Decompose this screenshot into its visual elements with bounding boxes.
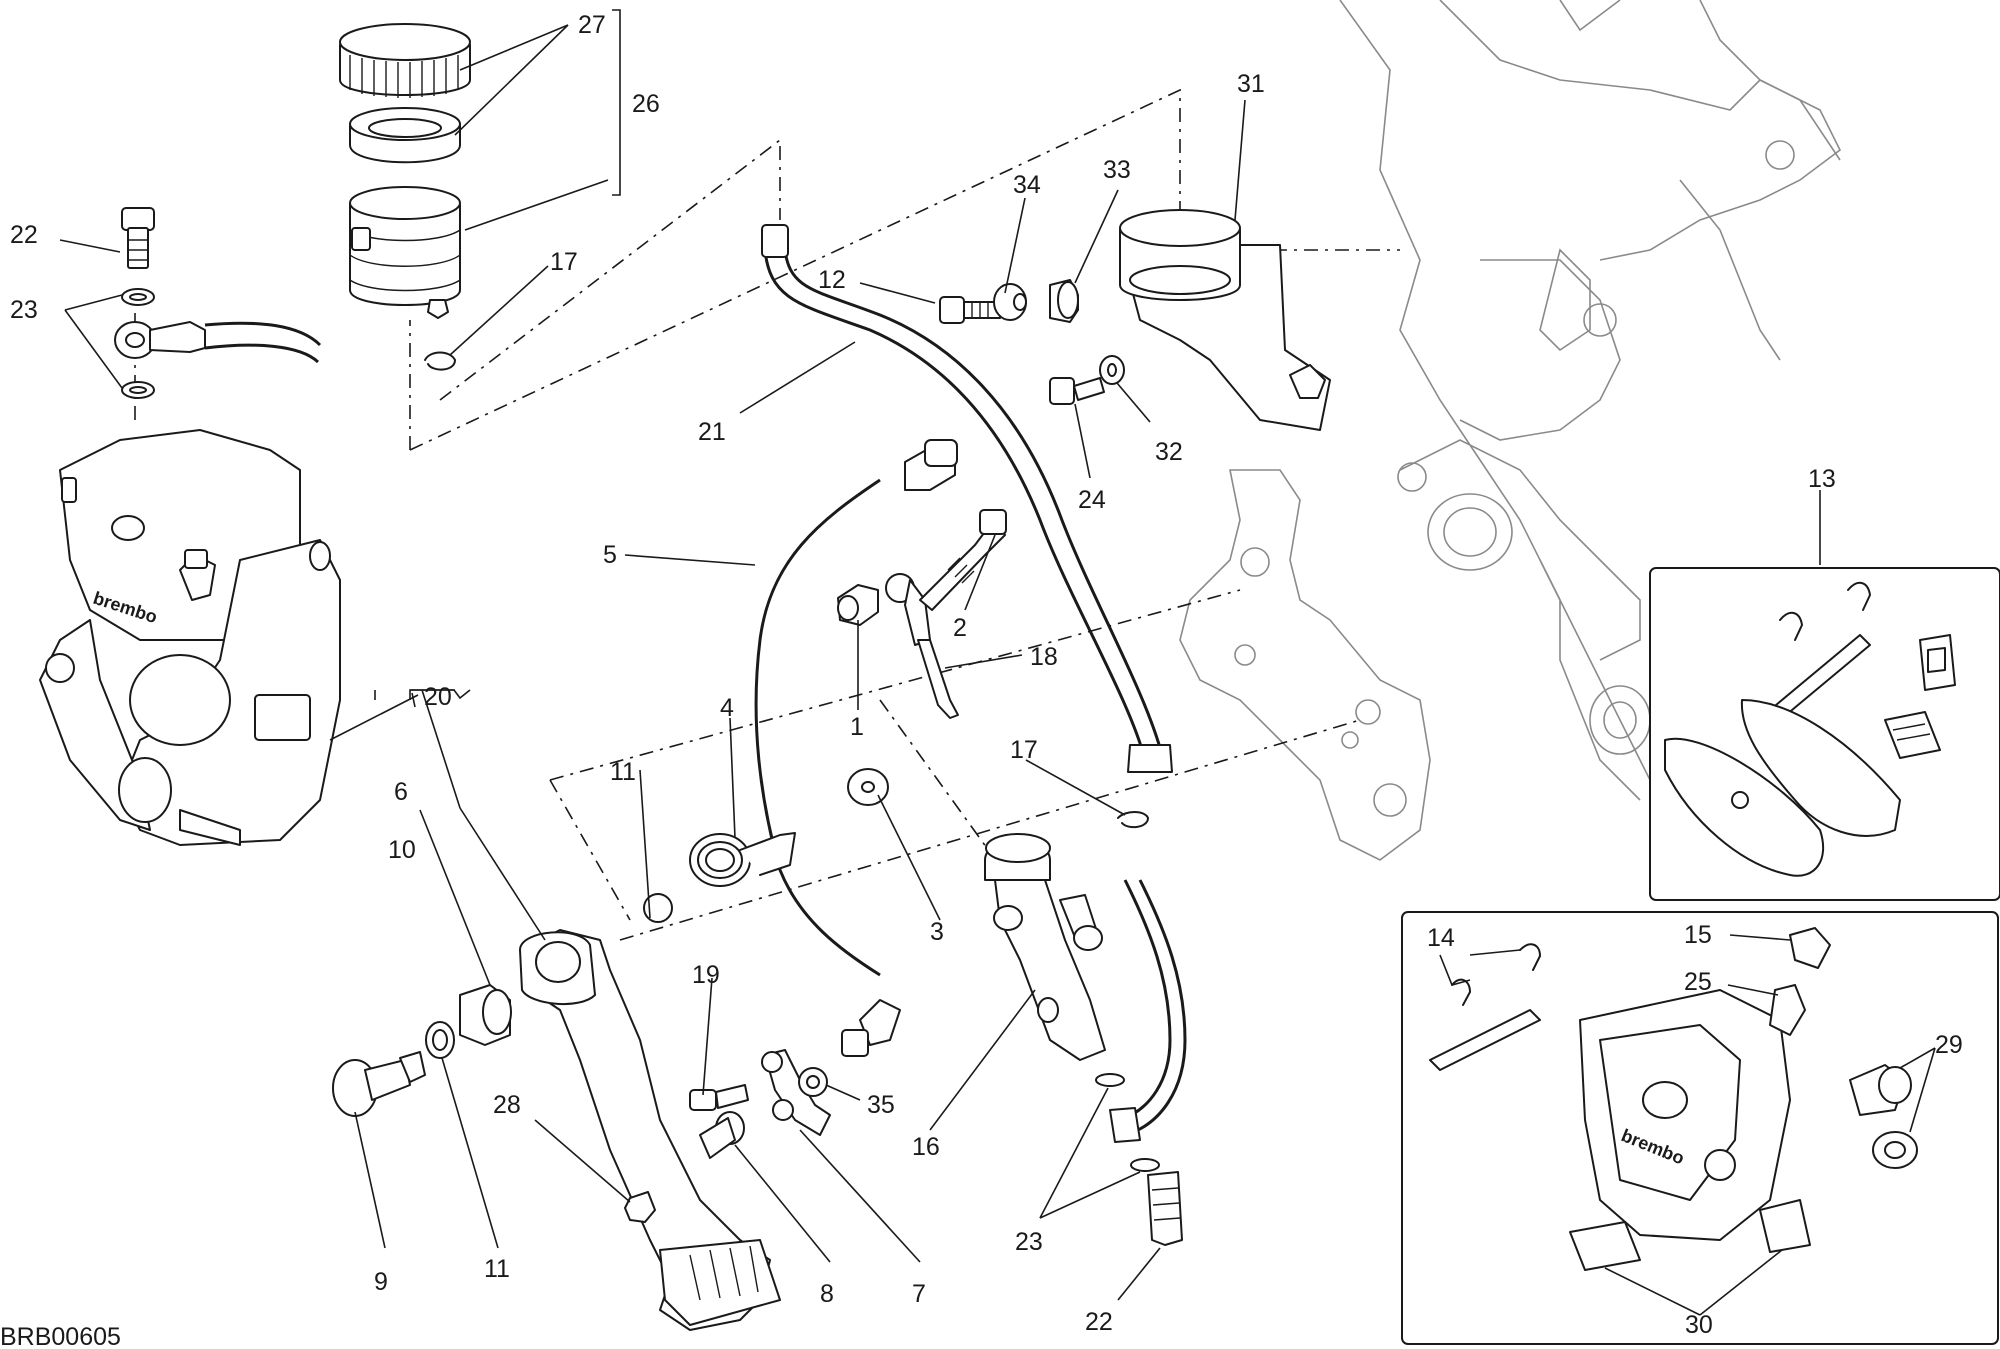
callout-27: 27 bbox=[578, 11, 606, 39]
rear-caliper-assembly: brembo bbox=[39, 207, 341, 846]
callout-21: 21 bbox=[698, 418, 726, 446]
callout-7: 7 bbox=[912, 1280, 926, 1308]
callout-35: 35 bbox=[867, 1091, 895, 1119]
callout-1: 1 bbox=[850, 713, 864, 741]
frame-structure bbox=[1179, 0, 1842, 861]
callout-23-lower: 23 bbox=[1015, 1228, 1043, 1256]
pads-kit-inset bbox=[1649, 567, 2000, 901]
callout-8: 8 bbox=[820, 1280, 834, 1308]
callout-3: 3 bbox=[930, 918, 944, 946]
pushrod-assembly bbox=[837, 509, 1007, 719]
callout-29: 29 bbox=[1935, 1031, 1963, 1059]
bracket-assembly bbox=[939, 209, 1331, 431]
callout-2: 2 bbox=[953, 614, 967, 642]
callout-6: 6 bbox=[394, 778, 408, 806]
callout-28: 28 bbox=[493, 1091, 521, 1119]
callout-33: 33 bbox=[1103, 156, 1131, 184]
callout-11-lower: 11 bbox=[484, 1255, 510, 1283]
assembly-lines bbox=[134, 88, 1400, 941]
callout-26: 26 bbox=[632, 90, 660, 118]
callout-17-top: 17 bbox=[550, 248, 578, 276]
leader-lines bbox=[59, 9, 1936, 1316]
callout-13: 13 bbox=[1808, 465, 1836, 493]
reservoir-assembly bbox=[339, 23, 471, 371]
callout-10: 10 bbox=[388, 836, 416, 864]
callout-18: 18 bbox=[1030, 643, 1058, 671]
callout-14: 14 bbox=[1427, 924, 1455, 952]
callout-15: 15 bbox=[1684, 921, 1712, 949]
caliper-detail-inset: brembo bbox=[1401, 911, 1999, 1345]
callout-17-mid: 17 bbox=[1010, 736, 1038, 764]
brake-light-switch bbox=[754, 439, 958, 1057]
callout-32: 32 bbox=[1155, 438, 1183, 466]
callout-25: 25 bbox=[1684, 968, 1712, 996]
callout-9: 9 bbox=[374, 1268, 388, 1296]
callout-11-upper: 11 bbox=[610, 758, 636, 786]
callout-12: 12 bbox=[818, 266, 846, 294]
callout-34: 34 bbox=[1013, 171, 1041, 199]
callout-22-top: 22 bbox=[10, 221, 38, 249]
brake-pedal-assembly bbox=[332, 929, 831, 1331]
callout-23-top: 23 bbox=[10, 296, 38, 324]
callout-20: 20 bbox=[424, 683, 452, 711]
callout-4: 4 bbox=[720, 694, 734, 722]
callout-30: 30 bbox=[1685, 1311, 1713, 1339]
callout-24: 24 bbox=[1078, 486, 1106, 514]
callout-31: 31 bbox=[1237, 70, 1265, 98]
callout-labels: 27 26 17 22 23 31 34 33 12 24 32 21 5 2 … bbox=[0, 11, 1963, 1349]
callout-19: 19 bbox=[692, 961, 720, 989]
reservoir-hose bbox=[761, 224, 1173, 773]
callout-16: 16 bbox=[912, 1133, 940, 1161]
master-cylinder bbox=[984, 833, 1187, 1246]
callout-5: 5 bbox=[603, 541, 617, 569]
callout-22-lower: 22 bbox=[1085, 1308, 1113, 1336]
diagram-code: BRB00605 bbox=[0, 1323, 121, 1349]
